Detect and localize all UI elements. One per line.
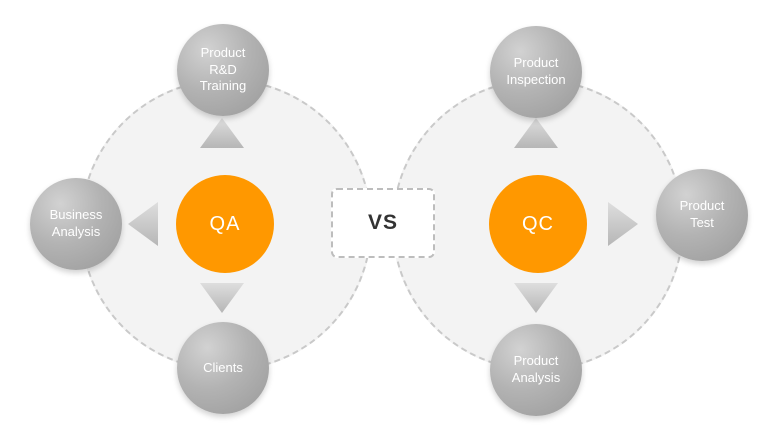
- qa-node-business-analysis: Business Analysis: [30, 178, 122, 270]
- qc-node-product-test: Product Test: [656, 169, 748, 261]
- vs-label: VS: [367, 211, 398, 234]
- qa-center-circle: QA: [176, 175, 274, 273]
- vs-box: VS: [331, 188, 435, 258]
- qc-node-product-analysis: Product Analysis: [490, 324, 582, 416]
- qa-node-clients: Clients: [177, 322, 269, 414]
- qc-center-circle: QC: [489, 175, 587, 273]
- qc-node-product-inspection: Product Inspection: [490, 26, 582, 118]
- qa-node-product-rd-training: Product R&D Training: [177, 24, 269, 116]
